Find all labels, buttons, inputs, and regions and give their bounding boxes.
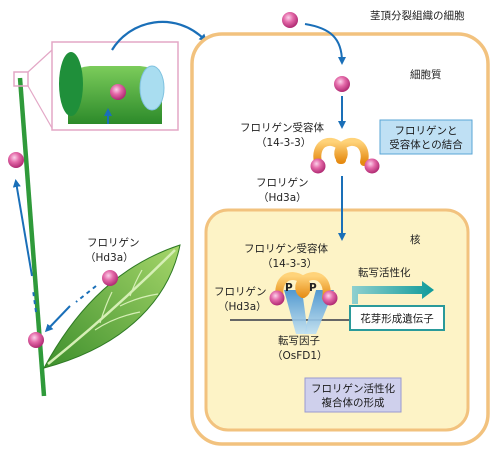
transcription-factor-label: 転写因子 bbox=[278, 335, 320, 347]
phospho-p-left: P bbox=[285, 282, 293, 294]
florigen-receptor-nuc-label: フロリゲン受容体 bbox=[244, 242, 328, 255]
shoot-apex-cells-label: 茎頂分裂組織の細胞 bbox=[370, 9, 465, 22]
florigen-ball-bound-left bbox=[310, 158, 326, 174]
florigen-mid-label: フロリゲン bbox=[256, 177, 309, 189]
leaf-midrib bbox=[47, 249, 176, 365]
receptor-id-top-label: （14-3-3） bbox=[256, 137, 311, 149]
florigen-ball-nuc-right bbox=[322, 290, 338, 306]
florigen-ball-stem-upper bbox=[8, 152, 24, 168]
leaf-primordium-right bbox=[139, 65, 165, 111]
transcription-activation-label: 転写活性化 bbox=[358, 266, 411, 279]
flower-gene-box bbox=[349, 305, 445, 331]
osfd1-label: （OsFD1） bbox=[272, 350, 328, 362]
hd3a-mid-label: （Hd3a） bbox=[258, 192, 307, 204]
binding-box-line1: フロリゲンと bbox=[395, 125, 458, 137]
transcription-arrow bbox=[352, 281, 434, 304]
complex-box-line2: 複合体の形成 bbox=[322, 396, 385, 409]
binding-box-line2: 受容体との結合 bbox=[389, 138, 463, 151]
binding-box bbox=[379, 119, 473, 155]
receptor-14-3-3-cyto-right bbox=[334, 137, 369, 166]
leaf bbox=[43, 244, 181, 369]
florigen-nuc-label: フロリゲン bbox=[214, 286, 267, 298]
entry-arrow bbox=[304, 23, 346, 65]
florigen-leaf-label: フロリゲン bbox=[87, 237, 140, 249]
zoom-line-top bbox=[27, 49, 53, 73]
florigen-ball-entering bbox=[282, 12, 298, 28]
stem-upward-arrow bbox=[12, 179, 33, 277]
complex-box-line1: フロリゲン活性化 bbox=[311, 382, 395, 395]
florigen-ball-apex bbox=[110, 84, 126, 100]
nucleus-label: 核 bbox=[410, 233, 421, 246]
osfd1-left bbox=[284, 290, 308, 334]
florigen-ball-nuc-left bbox=[269, 290, 285, 306]
receptor-id-nuc-label: （14-3-3） bbox=[262, 258, 317, 270]
florigen-ball-leaf bbox=[102, 270, 118, 286]
florigen-receptor-top-label: フロリゲン受容体 bbox=[240, 121, 324, 134]
flower-gene-label: 花芽形成遺伝子 bbox=[360, 312, 434, 325]
phospho-p-right: P bbox=[309, 282, 317, 294]
receptor-14-3-3-nuc-right bbox=[295, 272, 331, 302]
apex-zoom-frame bbox=[13, 71, 29, 87]
hd3a-nuc-label: （Hd3a） bbox=[218, 301, 267, 313]
cytoplasm-label: 細胞質 bbox=[410, 68, 442, 81]
complex-box bbox=[304, 377, 402, 413]
leaf-primordium-left bbox=[59, 52, 83, 116]
stem bbox=[17, 77, 47, 397]
leaf-to-stem-arrow bbox=[44, 305, 71, 333]
florigen-ball-cytoplasm bbox=[334, 76, 350, 92]
florigen-ball-stem-lower bbox=[28, 332, 44, 348]
zoom-line-bottom bbox=[27, 85, 53, 129]
apex-to-cell-arrow bbox=[111, 20, 208, 51]
hd3a-leaf-label: （Hd3a） bbox=[85, 252, 134, 264]
florigen-ball-bound-right bbox=[364, 158, 380, 174]
